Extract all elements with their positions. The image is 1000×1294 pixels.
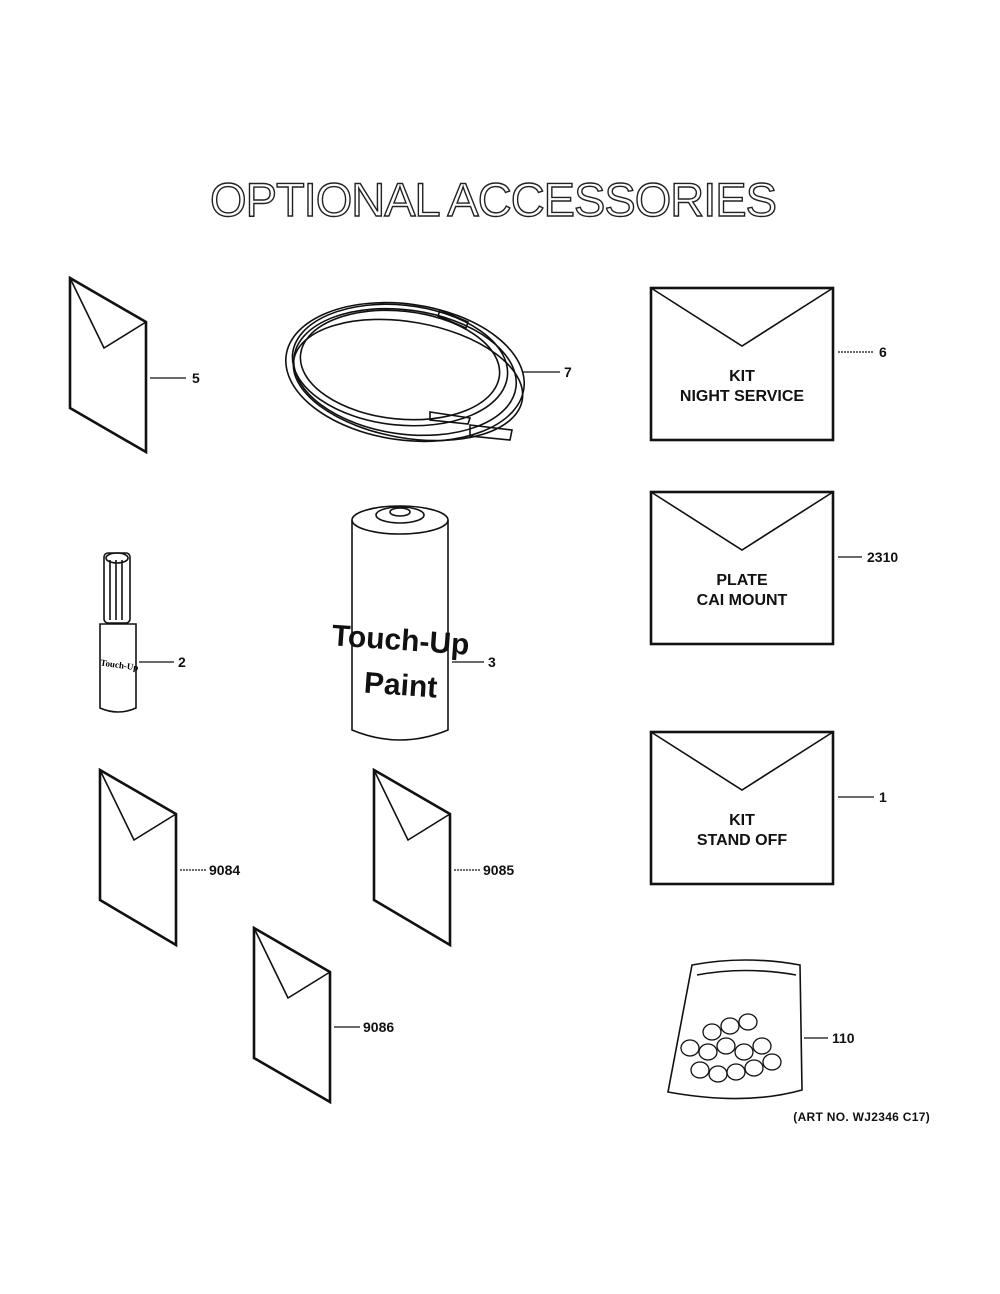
callout-2310: 2310 <box>867 549 898 565</box>
callout-3: 3 <box>488 654 496 670</box>
callout-6: 6 <box>879 344 887 360</box>
kit-6-line1: KIT <box>729 368 755 385</box>
pen-label: Touch-Up <box>100 657 139 672</box>
callout-9085: 9085 <box>483 862 514 878</box>
callout-5: 5 <box>192 370 200 386</box>
kit-2310-line1: PLATE <box>716 572 768 589</box>
kit-6-line2: NIGHT SERVICE <box>680 388 805 405</box>
can-label-line2: Paint <box>363 667 438 705</box>
part-2-touch-up-pen[interactable]: Touch-Up 2 <box>99 552 186 713</box>
art-number: (ART NO. WJ2346 C17) <box>793 1110 930 1124</box>
part-7-tubing[interactable]: 7 <box>277 288 572 457</box>
callout-1: 1 <box>879 789 887 805</box>
callout-2: 2 <box>178 654 186 670</box>
kit-1-line1: KIT <box>729 812 755 829</box>
part-9085-envelope[interactable]: 9085 <box>372 767 514 948</box>
kit-2310-line2: CAI MOUNT <box>697 592 788 609</box>
part-2310-plate-envelope[interactable]: PLATE CAI MOUNT 2310 <box>649 490 898 646</box>
callout-110: 110 <box>832 1030 855 1046</box>
part-9084-envelope[interactable]: 9084 <box>98 767 240 948</box>
callout-7: 7 <box>564 364 572 380</box>
callout-9084: 9084 <box>209 862 240 878</box>
part-1-kit-envelope[interactable]: KIT STAND OFF 1 <box>649 730 887 886</box>
part-3-spray-can[interactable]: Touch-Up Paint 3 <box>331 505 496 741</box>
page-title: OPTIONAL ACCESSORIES <box>209 172 777 226</box>
kit-1-line2: STAND OFF <box>697 832 788 849</box>
part-6-kit-envelope[interactable]: KIT NIGHT SERVICE 6 <box>649 286 887 442</box>
part-5-envelope[interactable]: 5 <box>68 275 200 455</box>
callout-9086: 9086 <box>363 1019 394 1035</box>
part-110-parts-bag[interactable]: 110 <box>667 959 855 1100</box>
part-9086-envelope[interactable]: 9086 <box>252 925 394 1105</box>
